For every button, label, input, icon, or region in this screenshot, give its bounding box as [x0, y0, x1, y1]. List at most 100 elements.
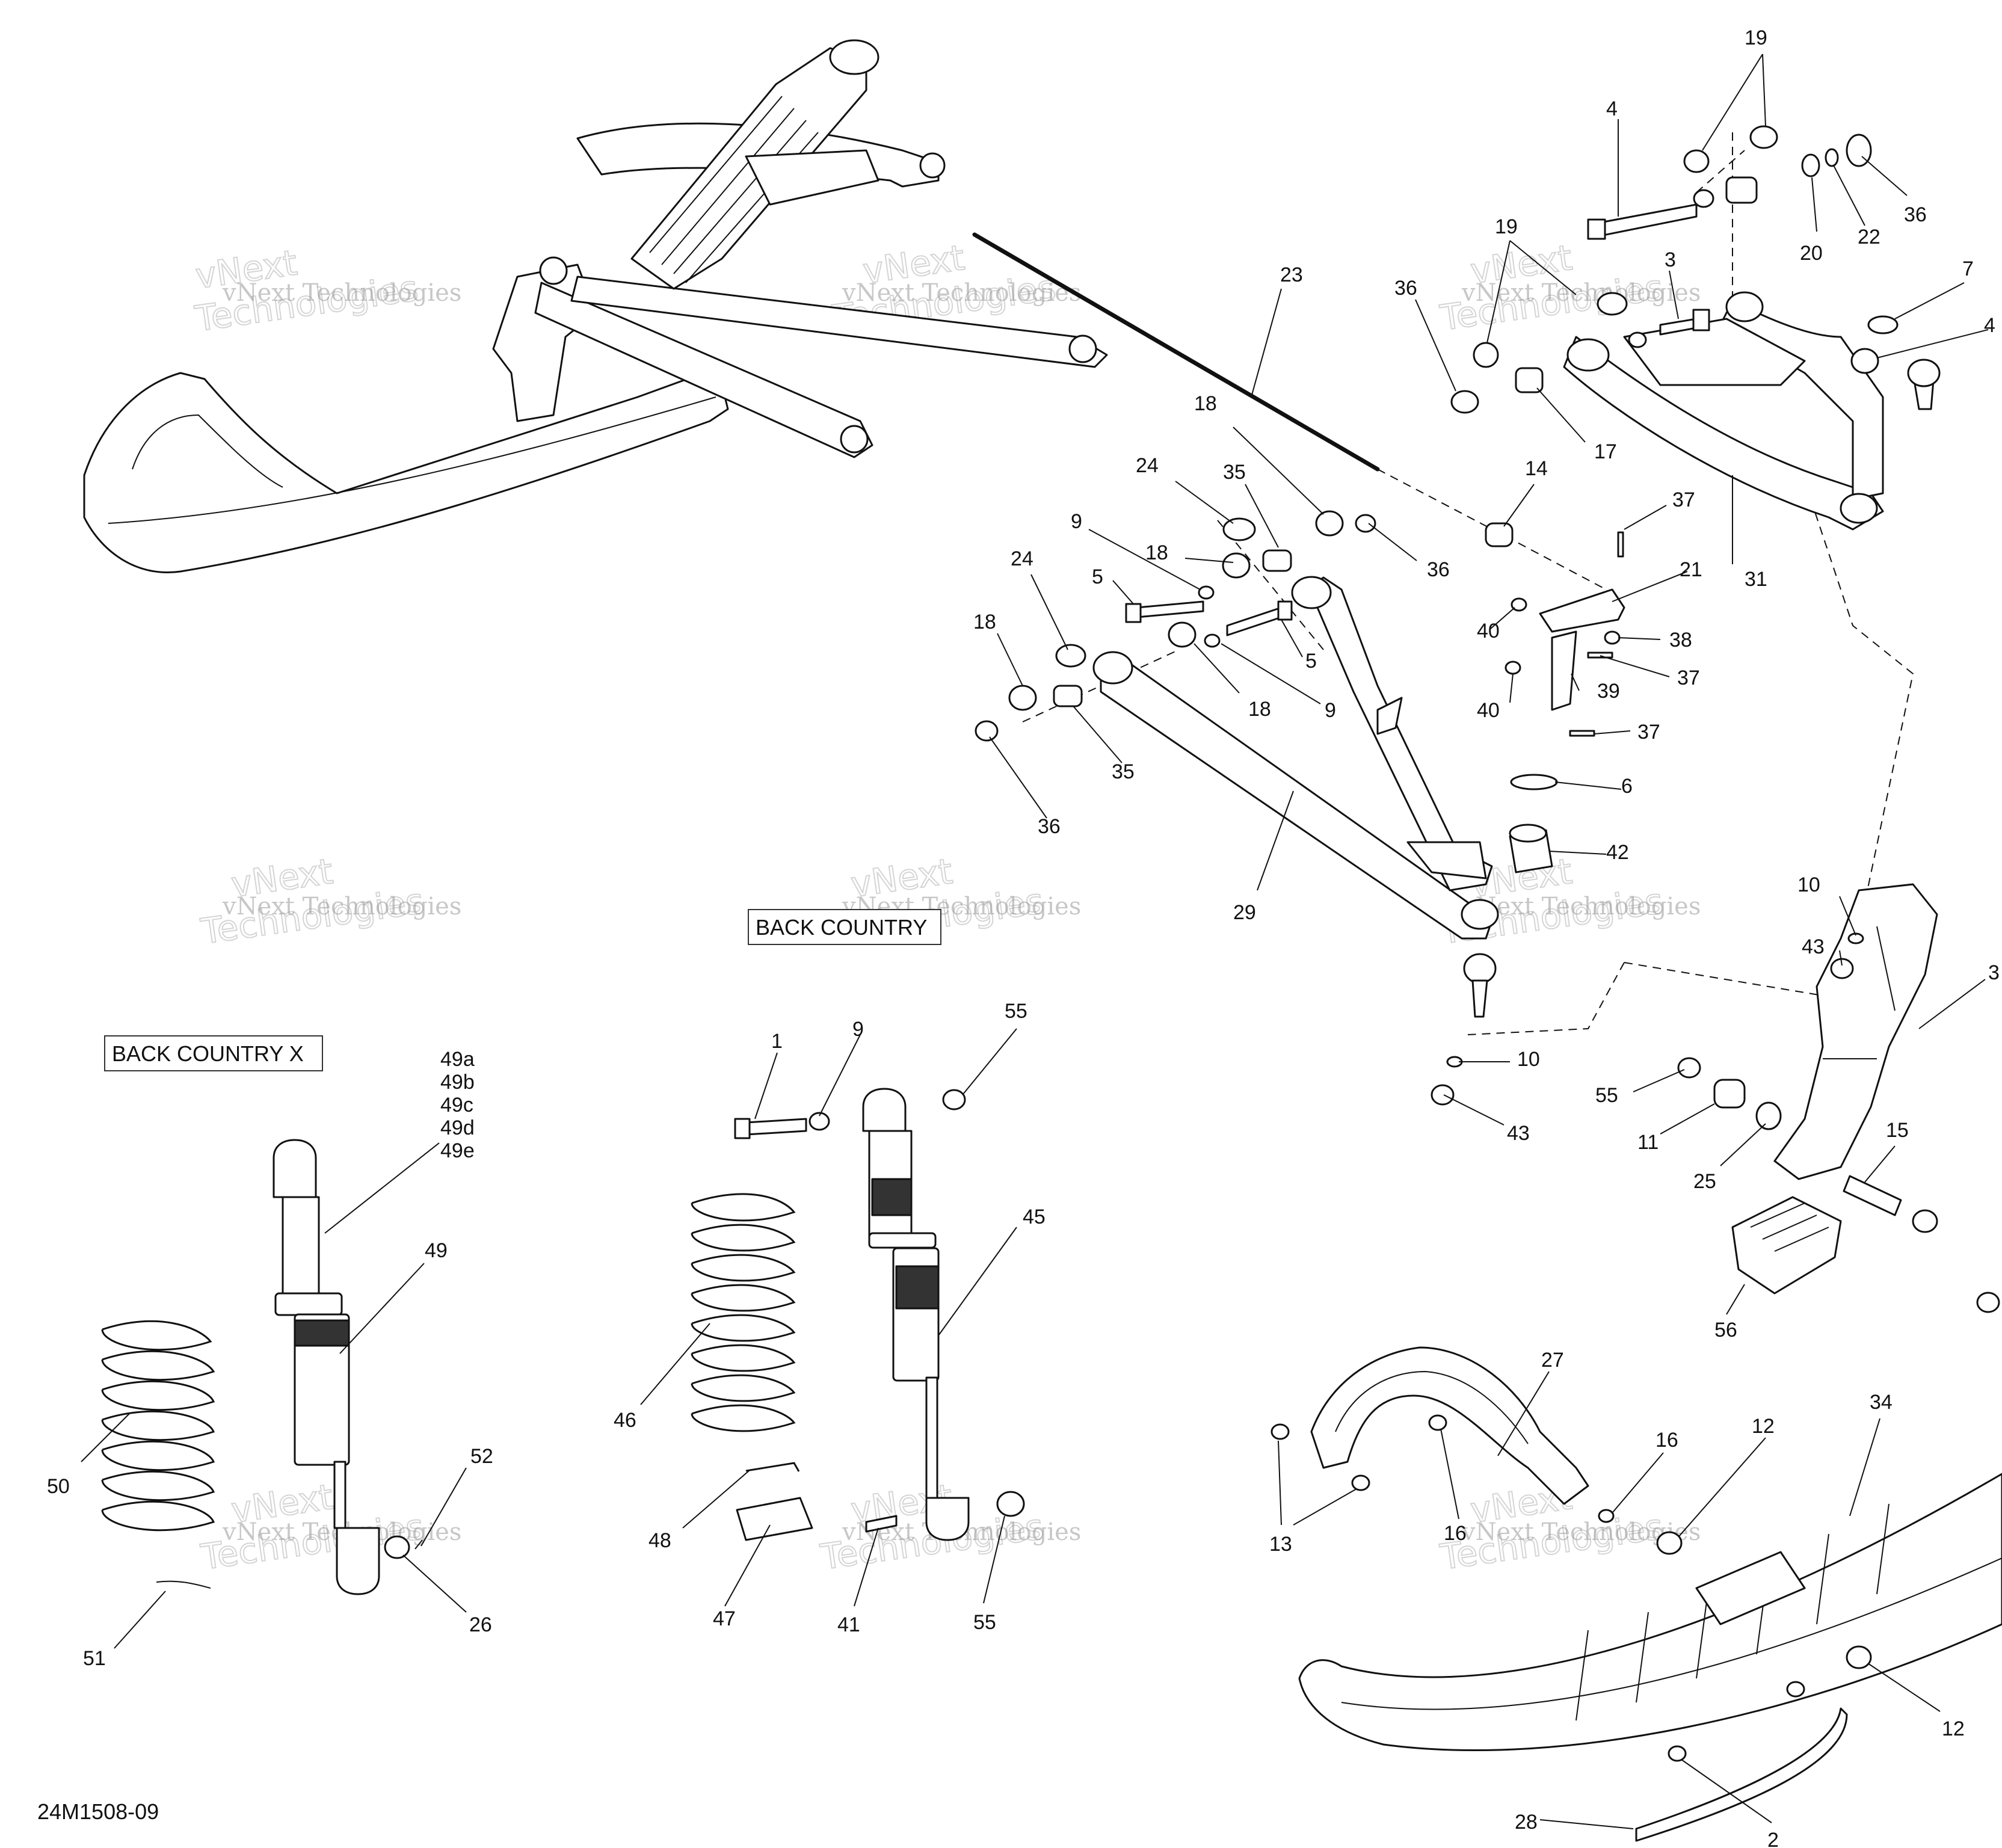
- watermark: vNext Technologies vNext Technologies: [198, 1476, 462, 1578]
- callout: 40: [1477, 620, 1500, 642]
- ring-6: [1510, 774, 1558, 790]
- assembly-line: [1810, 499, 1914, 903]
- sleeve-15: [1843, 1175, 1902, 1216]
- callout: 42: [1606, 841, 1629, 864]
- assembly-line: [1377, 469, 1607, 590]
- watermark-text: vNext Technologies: [1461, 893, 1701, 920]
- bolt-5b: [1226, 606, 1283, 636]
- shock-49-reservoir-top: [282, 1196, 320, 1307]
- assembled-bushing: [840, 425, 869, 454]
- callout: 11: [1637, 1131, 1659, 1154]
- callout: 43: [1802, 935, 1825, 958]
- assembled-lower-arm: [534, 282, 873, 458]
- diagram-code: 24M1508-09: [37, 1799, 159, 1824]
- shock-45-lower-eye: [925, 1497, 970, 1541]
- callout: 6: [1621, 775, 1633, 798]
- nut-2b: [1786, 1681, 1805, 1698]
- callout: 9: [852, 1018, 864, 1041]
- callout: 28: [1515, 1811, 1538, 1834]
- callout: 4: [1606, 97, 1618, 120]
- callout: 49c: [440, 1094, 473, 1116]
- shock-45-collar: [868, 1232, 937, 1249]
- watermark-text: vNext Technologies: [842, 279, 1081, 307]
- callout: 29: [1233, 901, 1256, 924]
- sleeve-35: [1262, 549, 1292, 572]
- bolt-37c: [1569, 730, 1595, 737]
- steering-links: [1505, 531, 1625, 737]
- pad-56-ridges: [1750, 1203, 1829, 1252]
- lower-arm-group: [975, 510, 1558, 1018]
- ski-saddle: [1695, 1551, 1806, 1625]
- link-21: [1539, 588, 1625, 633]
- callout: 41: [837, 1613, 860, 1636]
- callout: 24: [1136, 454, 1159, 477]
- bushing-11: [1713, 1079, 1746, 1109]
- sway-bar-rod: [972, 232, 1380, 472]
- callout: 9: [1071, 510, 1082, 533]
- callout: 37: [1677, 667, 1700, 689]
- callout: 16: [1444, 1522, 1467, 1545]
- lower-arm-pivot: [1092, 651, 1133, 685]
- callout: 55: [1595, 1084, 1618, 1107]
- callouts: 19 19 4 36 22 20 7 4 3 36 17 23 31 18 24…: [47, 26, 2000, 1848]
- back-country-x-group: BACK COUNTRY X: [101, 1035, 423, 1595]
- nut-36: [1846, 134, 1872, 167]
- bolt-4: [1599, 203, 1698, 237]
- callout: 22: [1858, 226, 1880, 248]
- sleeve-35b: [1053, 685, 1083, 707]
- runner-28: [1635, 1707, 1848, 1842]
- callout: 5: [1092, 565, 1103, 588]
- bushing-14: [1485, 522, 1514, 547]
- callout: 49e: [440, 1139, 475, 1162]
- bushing-19: [1683, 149, 1710, 173]
- callout: 14: [1525, 457, 1548, 480]
- nut-12b: [1846, 1645, 1872, 1669]
- callout: 2: [1767, 1829, 1779, 1848]
- assembled-bushing: [539, 256, 568, 285]
- callout: 7: [1962, 257, 1974, 280]
- nut-43b: [1431, 1084, 1455, 1106]
- callout: 13: [1269, 1533, 1292, 1556]
- clip-52: [414, 1539, 423, 1550]
- pad-56: [1731, 1196, 1842, 1295]
- callout: 49a: [440, 1048, 475, 1071]
- washer: [1693, 189, 1714, 208]
- sleeve-19: [1725, 176, 1758, 204]
- callout: 55: [973, 1611, 996, 1634]
- callout: 49b: [440, 1071, 475, 1094]
- clip-22: [1825, 148, 1839, 167]
- callout: 49: [425, 1239, 448, 1262]
- bushing-19: [1749, 125, 1778, 149]
- washer-55-bottom: [996, 1491, 1025, 1517]
- callout: 19: [1745, 26, 1767, 49]
- callout: 40: [1477, 699, 1500, 722]
- bolt-5: [1136, 600, 1204, 618]
- lower-a-arm-gusset: [1406, 841, 1487, 879]
- bolt-5b-head: [1277, 600, 1293, 621]
- callout: 1: [771, 1030, 783, 1053]
- spring-50: [101, 1320, 215, 1532]
- callout: 18: [1194, 392, 1217, 415]
- lower-arm-pivot: [1291, 576, 1332, 609]
- nut-16: [1598, 1509, 1615, 1523]
- callout: 52: [470, 1445, 493, 1468]
- bolt-13: [1270, 1423, 1290, 1440]
- assembled-shock-spring: [649, 96, 819, 283]
- callout: 4: [1984, 314, 1995, 337]
- shock-45-rod: [925, 1376, 938, 1499]
- shock-49-rod: [333, 1461, 346, 1529]
- callout: 47: [713, 1607, 736, 1630]
- callout: 15: [1886, 1119, 1909, 1142]
- callout: 21: [1680, 558, 1702, 581]
- callout: 12: [1752, 1415, 1775, 1438]
- ring-7: [1867, 315, 1899, 334]
- callout: 24: [1011, 547, 1033, 570]
- bolt-4-head: [1587, 218, 1606, 240]
- callout: 23: [1280, 263, 1303, 286]
- callout: 36: [1427, 558, 1450, 581]
- shock-49-body: [294, 1313, 350, 1466]
- callout: 55: [1005, 1000, 1027, 1023]
- leader-23: [1251, 288, 1282, 398]
- nut-36b: [1355, 514, 1376, 533]
